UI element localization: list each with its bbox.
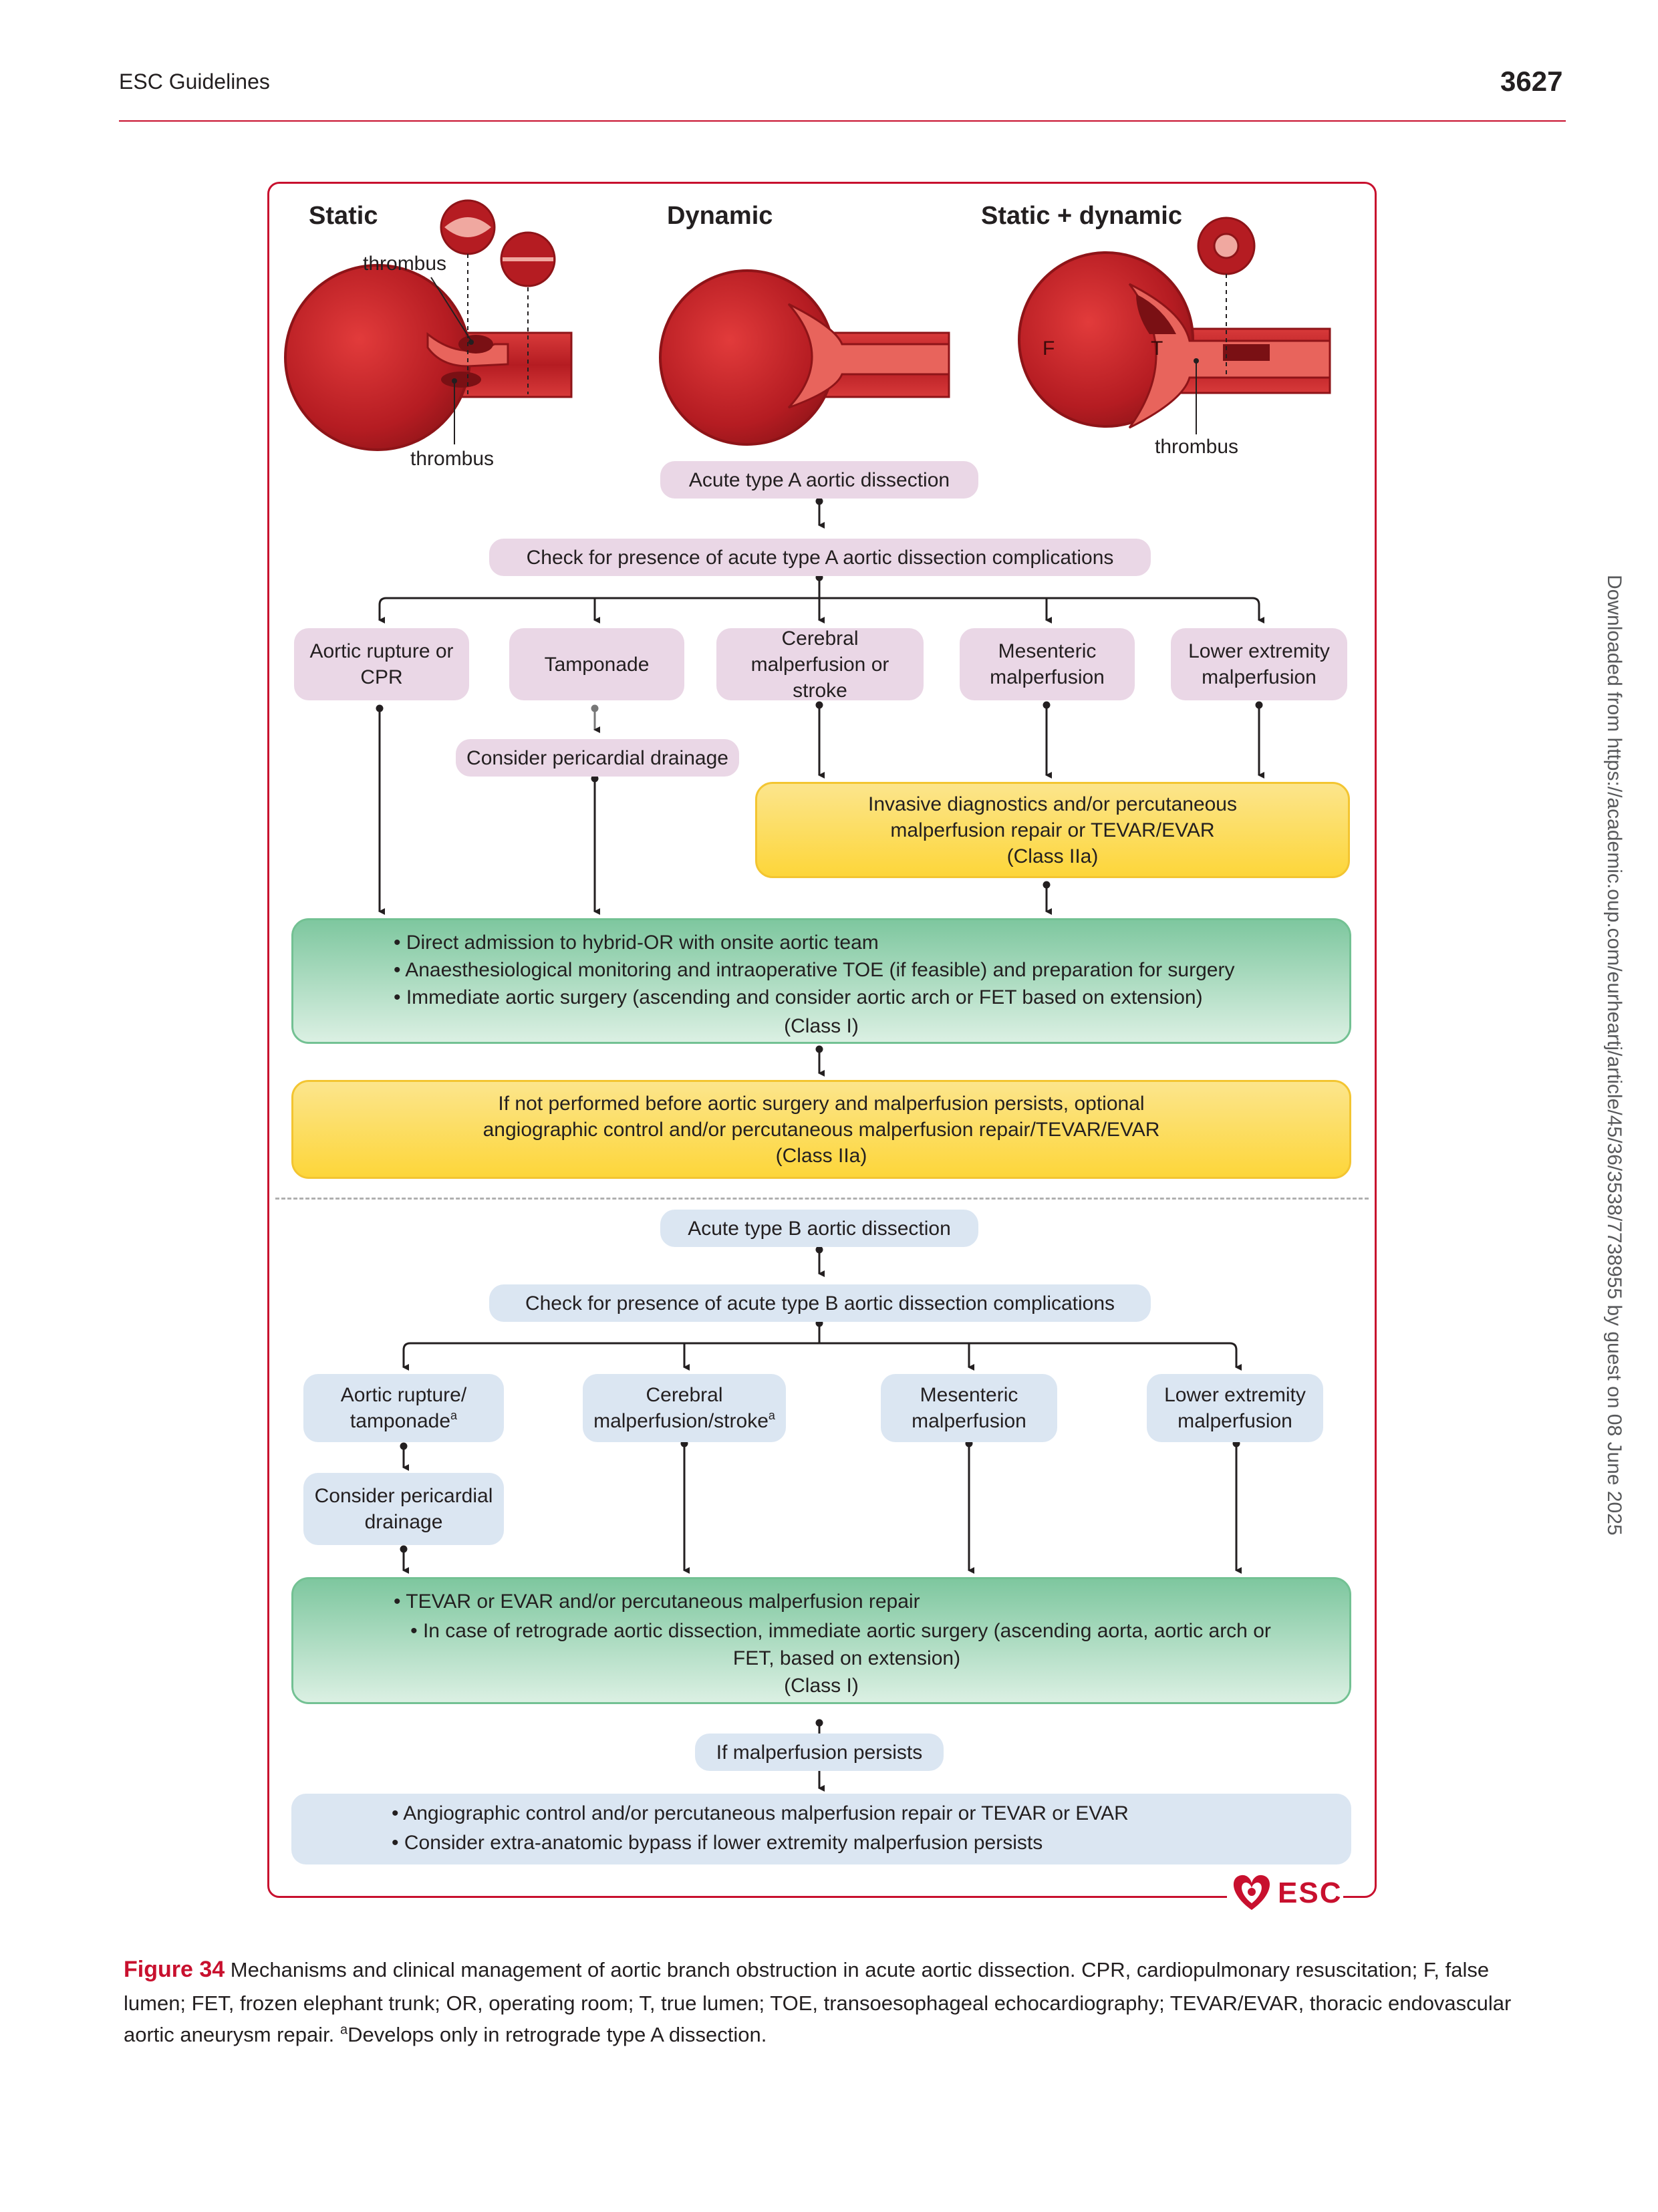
figure-caption: Figure 34 Mechanisms and clinical manage… (124, 1953, 1534, 2050)
esc-heart-icon (1227, 1875, 1343, 1916)
type-b-final-box: • Angiographic control and/or percutaneo… (291, 1794, 1351, 1864)
section-divider (275, 1198, 1369, 1200)
type-b-treatment-bullet-1: • TEVAR or EVAR and/or percutaneous malp… (394, 1591, 920, 1613)
false-lumen-label: F (1043, 337, 1055, 360)
type-b-cerebral-line-2: malperfusion/strokea (593, 1409, 775, 1432)
figure-label: Figure 34 (124, 1957, 225, 1982)
esc-logo-text: ESC (1278, 1877, 1343, 1909)
sd-thrombus-label: thrombus (1155, 436, 1239, 458)
type-a-optional-class: (Class IIa) (775, 1144, 867, 1167)
type-a-check-box: Check for presence of acute type A aorti… (489, 539, 1151, 576)
static-title: Static (309, 202, 378, 230)
type-a-surgery-class: (Class I) (784, 1015, 859, 1037)
caption-footnote: Develops only in retrograde type A disse… (348, 2022, 767, 2046)
type-a-complication-mesenteric: Mesenteric malperfusion (960, 628, 1135, 700)
type-b-pericardial-box: Consider pericardial drainage (303, 1473, 504, 1545)
type-b-persists-box: If malperfusion persists (695, 1734, 944, 1771)
static-dynamic-illustration (1018, 217, 1331, 434)
type-b-treatment-bullet-2: • In case of retrograde aortic dissectio… (410, 1620, 1271, 1669)
type-a-connectors (376, 497, 1264, 1077)
caption-text: Mechanisms and clinical management of ao… (124, 1958, 1512, 2046)
type-a-optional-line-1: If not performed before aortic surgery a… (498, 1092, 1145, 1115)
type-a-surgery-bullet-1: • Direct admission to hybrid-OR with ons… (394, 932, 879, 954)
type-a-complication-rupture: Aortic rupture or CPR (294, 628, 469, 700)
type-a-invasive-class: (Class IIa) (1006, 845, 1099, 867)
type-a-surgery-bullet-3: • Immediate aortic surgery (ascending an… (394, 986, 1203, 1008)
type-b-mesenteric-line-1: Mesenteric (920, 1384, 1018, 1406)
type-a-invasive-box: Invasive diagnostics and/or percutaneous… (755, 782, 1350, 878)
type-a-optional-box: If not performed before aortic surgery a… (291, 1080, 1351, 1179)
type-a-start-box: Acute type A aortic dissection (660, 461, 978, 499)
type-b-rupture-line-1: Aortic rupture/ (340, 1384, 467, 1406)
type-b-lower-line-1: Lower extremity (1164, 1384, 1306, 1406)
dynamic-illustration (659, 269, 950, 446)
type-b-complication-rupture: Aortic rupture/ tamponadea (303, 1374, 504, 1442)
type-b-complication-lower-extremity: Lower extremity malperfusion (1147, 1374, 1323, 1442)
type-b-rupture-line-2: tamponadea (350, 1409, 458, 1432)
type-a-invasive-text: Invasive diagnostics and/or percutaneous… (867, 793, 1237, 841)
page-number: 3627 (1500, 65, 1563, 97)
type-a-complication-lower-extremity: Lower extremity malperfusion (1171, 628, 1347, 700)
type-b-lower-line-2: malperfusion (1178, 1410, 1292, 1432)
true-lumen-label: T (1151, 337, 1163, 360)
download-watermark: Downloaded from https://academic.oup.com… (1603, 575, 1625, 1536)
type-b-complication-mesenteric: Mesenteric malperfusion (881, 1374, 1057, 1442)
type-b-check-box: Check for presence of acute type B aorti… (489, 1284, 1151, 1322)
figure-frame (267, 182, 1377, 1898)
static-thrombus-label-top: thrombus (363, 253, 447, 275)
type-a-surgery-box: • Direct admission to hybrid-OR with ons… (291, 918, 1351, 1044)
type-b-final-bullet-1: • Angiographic control and/or percutaneo… (392, 1802, 1129, 1824)
type-a-optional-line-2: angiographic control and/or percutaneous… (482, 1118, 1160, 1141)
static-dynamic-title: Static + dynamic (981, 202, 1182, 230)
type-a-pericardial-box: Consider pericardial drainage (456, 739, 739, 777)
journal-header: ESC Guidelines (119, 70, 270, 94)
type-a-surgery-bullet-2: • Anaesthesiological monitoring and intr… (394, 959, 1235, 981)
static-thrombus-label-bottom: thrombus (410, 448, 495, 470)
type-b-complication-cerebral: Cerebral malperfusion/strokea (583, 1374, 786, 1442)
type-b-connectors (400, 1246, 1242, 1792)
type-b-final-bullet-2: • Consider extra-anatomic bypass if lowe… (392, 1832, 1043, 1854)
dynamic-title: Dynamic (667, 202, 773, 230)
type-b-treatment-class: (Class I) (784, 1675, 859, 1697)
header-rule (119, 120, 1566, 122)
type-b-mesenteric-line-2: malperfusion (912, 1410, 1026, 1432)
static-illustration (284, 199, 573, 451)
type-b-treatment-box: • TEVAR or EVAR and/or percutaneous malp… (291, 1577, 1351, 1704)
type-b-start-box: Acute type B aortic dissection (660, 1210, 978, 1247)
type-a-complication-tamponade: Tamponade (509, 628, 684, 700)
type-b-cerebral-line-1: Cerebral (646, 1384, 723, 1406)
type-a-complication-cerebral: Cerebral malperfusion or stroke (716, 628, 924, 702)
caption-footnote-mark: a (339, 2022, 348, 2038)
